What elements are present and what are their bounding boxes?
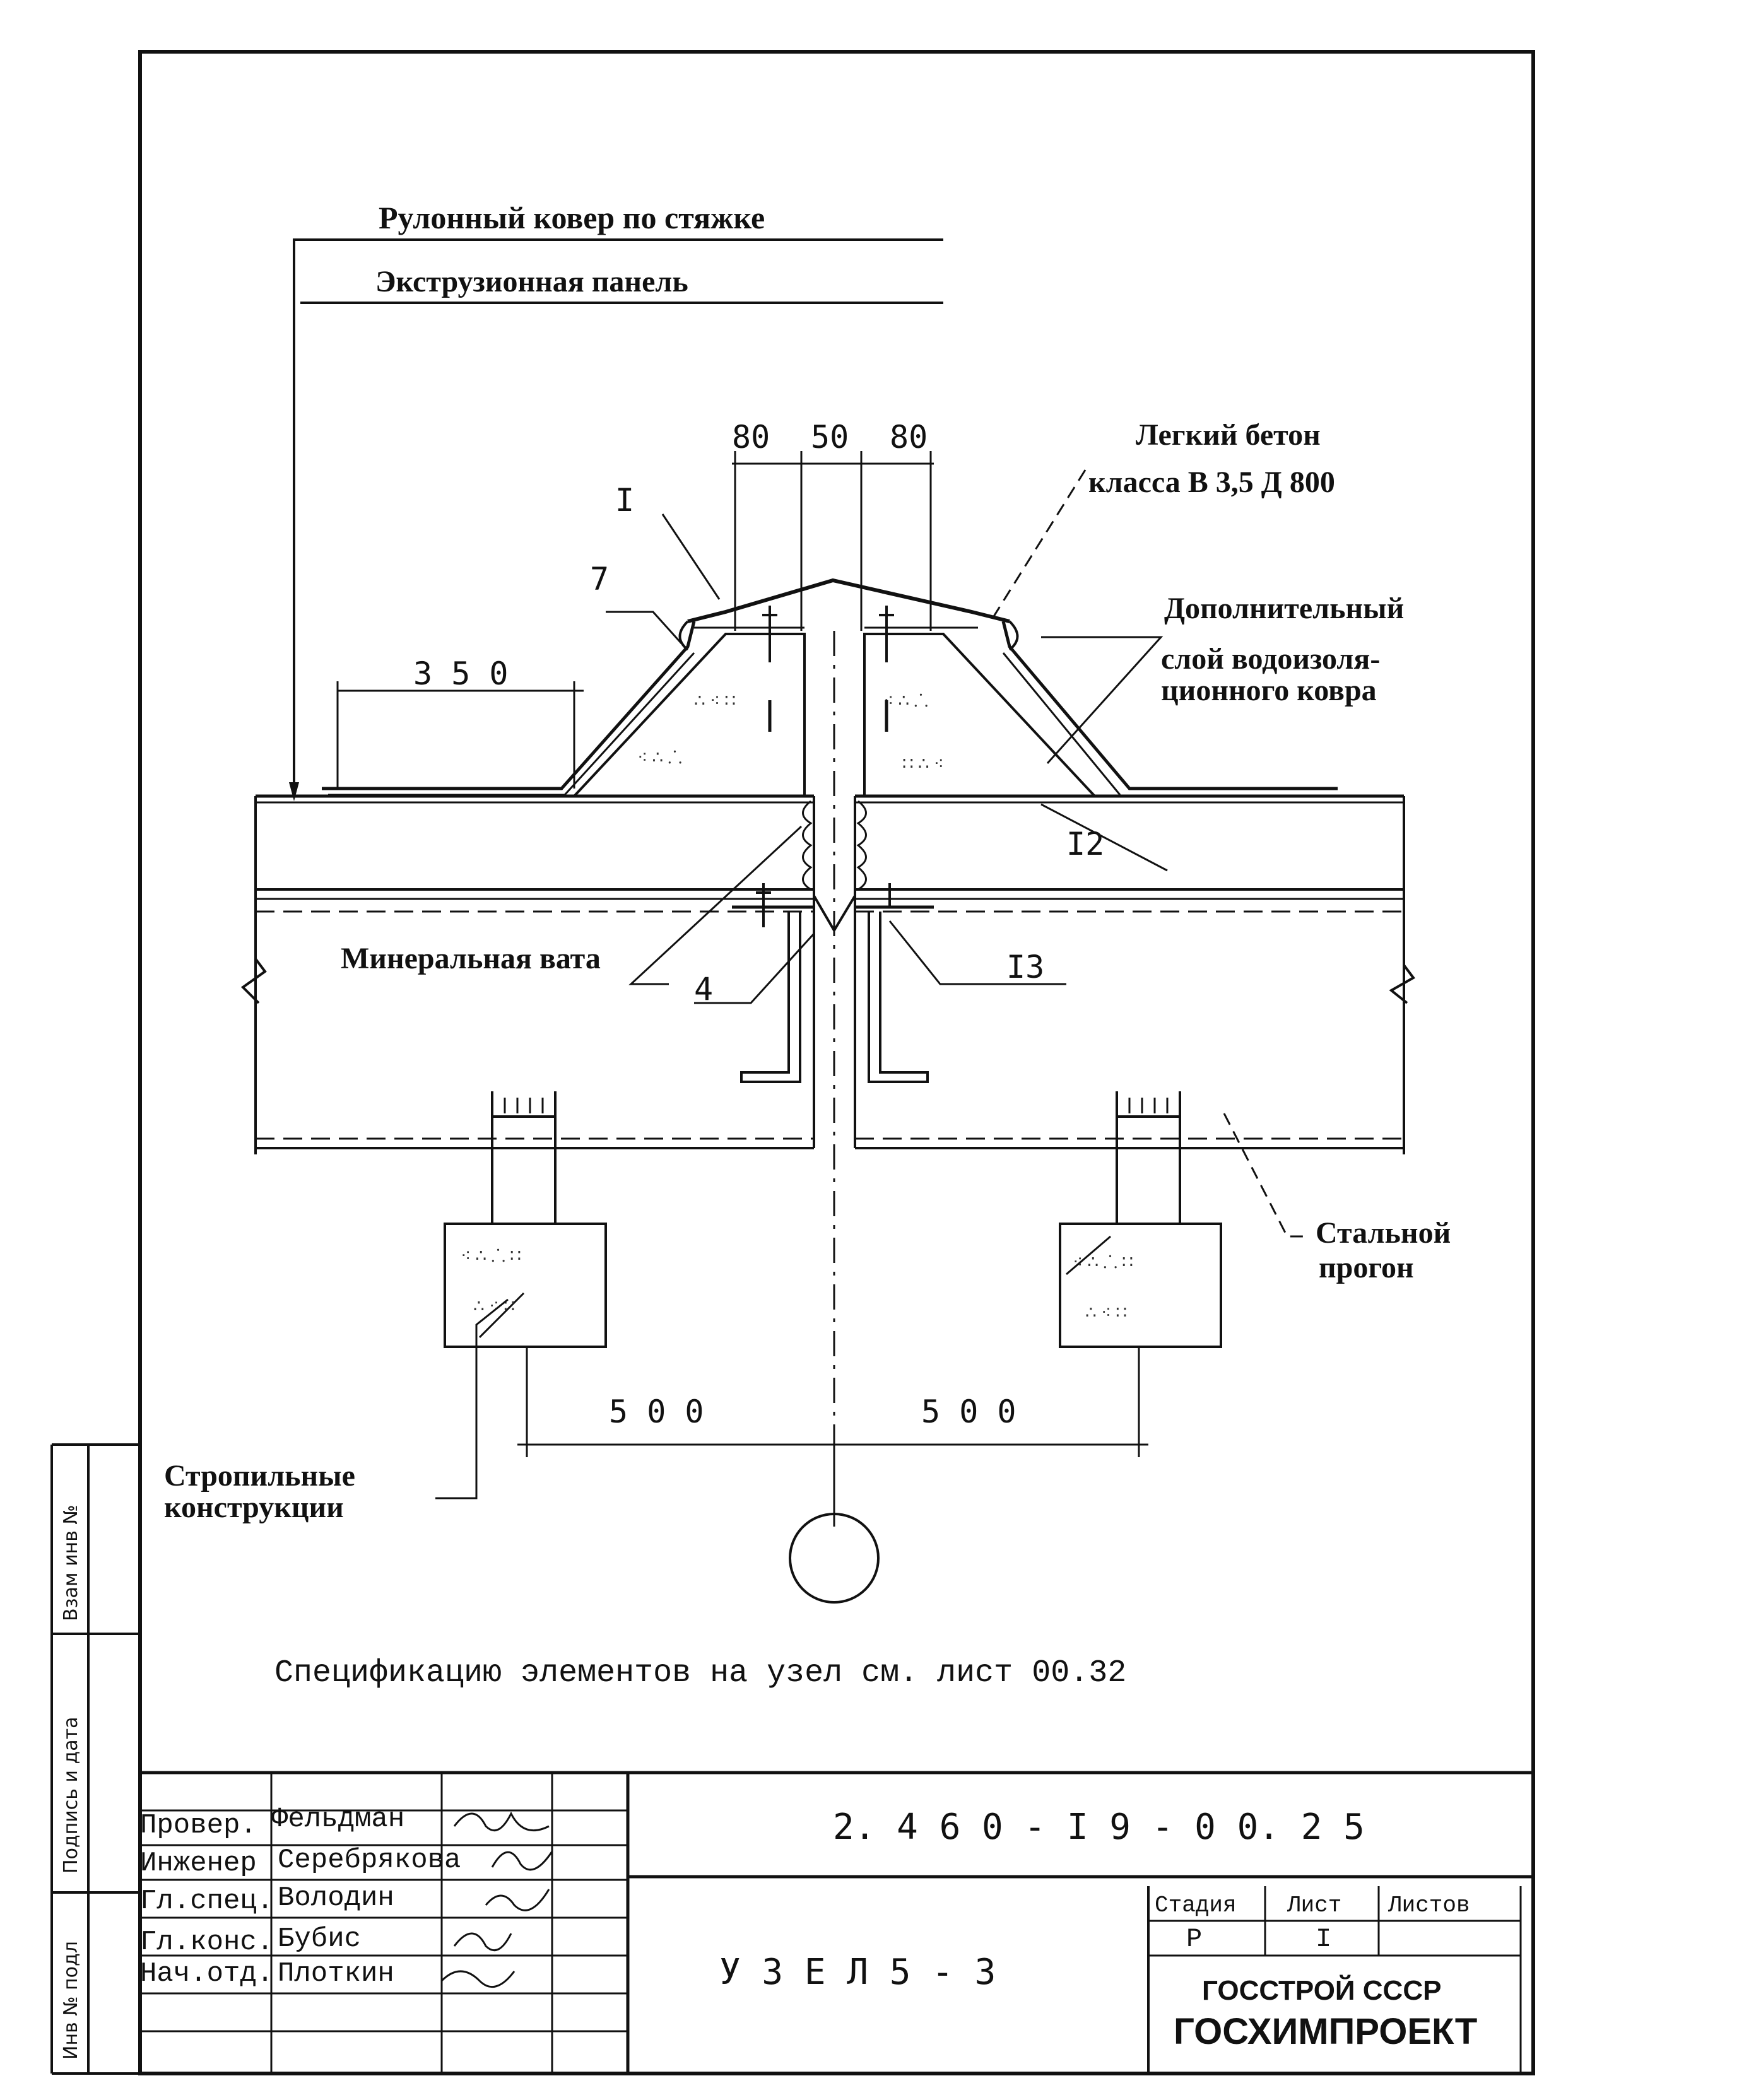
stage-header: Стадия <box>1155 1892 1237 1918</box>
node-title: У З Е Л 5 - 3 <box>719 1952 996 1993</box>
dim-80-right: 80 <box>890 419 928 455</box>
label-rafters-2: конструкции <box>164 1491 344 1524</box>
label-steel-purlin-2: прогон <box>1319 1251 1414 1284</box>
dim-500-right: 5 0 0 <box>921 1393 1016 1430</box>
label-extra-layer-1: Дополнительный <box>1164 592 1404 625</box>
label-roof-covering: Рулонный ковер по стяжке <box>379 200 765 235</box>
svg-text:∴ ⁖ ∷: ∴ ⁖ ∷ <box>694 691 736 711</box>
top-leaders <box>289 238 943 801</box>
callout-13: I3 <box>1006 949 1044 985</box>
svg-text:∴ ⁖ ∷: ∴ ⁖ ∷ <box>1085 1303 1127 1323</box>
ridge-roofing <box>322 578 1338 796</box>
name-2: Володин <box>278 1882 394 1914</box>
sheet-value: I <box>1316 1924 1331 1954</box>
callout-4: 4 <box>694 971 713 1007</box>
label-extra-layer-2: слой водоизоля- <box>1161 642 1380 676</box>
dim-50: 50 <box>811 419 849 455</box>
svg-text:∴ ⁖ ∷: ∴ ⁖ ∷ <box>473 1297 515 1317</box>
side-inv-podl: Инв № подл <box>60 1941 82 2060</box>
label-mineral-wool: Минеральная вата <box>341 942 601 975</box>
dim-80-left: 80 <box>732 419 770 455</box>
specification-note: Спецификацию элементов на узел см. лист … <box>274 1655 1126 1691</box>
role-2: Гл.спец. <box>140 1886 273 1917</box>
svg-text:⁖ ∴ ⸫ ∷: ⁖ ∴ ⸫ ∷ <box>1073 1253 1133 1272</box>
stage-value: Р <box>1186 1924 1202 1954</box>
sheet-frame <box>138 50 1535 2075</box>
doc-code: 2. 4 6 0 - I 9 - 0 0. 2 5 <box>833 1807 1365 1848</box>
role-1: Инженер <box>140 1848 257 1879</box>
label-light-concrete-1: Легкий бетон <box>1136 418 1321 452</box>
side-podpis: Подпись и дата <box>60 1717 82 1874</box>
dim-350: 3 5 0 <box>413 655 509 692</box>
rafter-supports: ⁖ ∴ ⸫ ∷ ∴ ⁖ ∷ ⁖ ∴ ⸫ ∷ ∴ ⁖ ∷ <box>444 1091 1222 1348</box>
side-stamp: Взам инв № Подпись и дата Инв № подл <box>50 1443 140 2075</box>
name-4: Плоткин <box>278 1958 394 1990</box>
label-rafters-1: Стропильные <box>164 1459 355 1493</box>
dimension-lines <box>336 451 1148 1457</box>
side-vzam: Взам инв № <box>60 1505 82 1621</box>
name-1: Серебрякова <box>278 1845 461 1876</box>
org-line1: ГОССТРОЙ СССР <box>1202 1974 1441 2006</box>
roof-section <box>240 794 1415 1154</box>
title-block <box>140 1771 1533 2074</box>
svg-text:⁖ ∴ ⸫: ⁖ ∴ ⸫ <box>883 691 928 711</box>
svg-text:⁖ ∴ ⸫ ∷: ⁖ ∴ ⸫ ∷ <box>461 1247 521 1266</box>
sheets-header: Листов <box>1388 1892 1470 1918</box>
callout-12: I2 <box>1066 826 1104 862</box>
steel-purlins <box>732 905 934 1083</box>
name-3: Бубис <box>278 1923 361 1955</box>
role-4: Нач.отд. <box>140 1958 273 1990</box>
org-line2: ГОСХИМПРОЕКТ <box>1174 2011 1477 2052</box>
sheet-header: Лист <box>1287 1892 1341 1918</box>
name-0: Фельдман <box>271 1804 404 1835</box>
label-light-concrete-2: класса В 3,5 Д 800 <box>1088 466 1335 499</box>
fasteners <box>756 606 894 927</box>
role-3: Гл.конс. <box>140 1927 273 1958</box>
leader-lines <box>435 469 1306 1499</box>
dim-500-left: 5 0 0 <box>609 1393 704 1430</box>
signatures <box>440 1811 553 1988</box>
label-extra-layer-3: ционного ковра <box>1161 674 1377 707</box>
label-steel-purlin-1: Стальной <box>1316 1216 1451 1250</box>
label-extrusion-panel: Экструзионная панель <box>375 265 688 298</box>
axis-circle <box>789 1513 880 1604</box>
callout-1: I <box>615 482 634 519</box>
svg-text:∷ ∴ ⁖: ∷ ∴ ⁖ <box>902 754 944 774</box>
svg-text:⁖ ∴ ⸫: ⁖ ∴ ⸫ <box>637 748 682 768</box>
callout-7: 7 <box>590 561 609 597</box>
role-0: Провер. <box>140 1810 257 1841</box>
concrete-fill: ⁖ ∴ ⸫ ∴ ⁖ ∷ ⁖ ∴ ⸫ ∷ ∴ ⁖ <box>571 633 1098 797</box>
